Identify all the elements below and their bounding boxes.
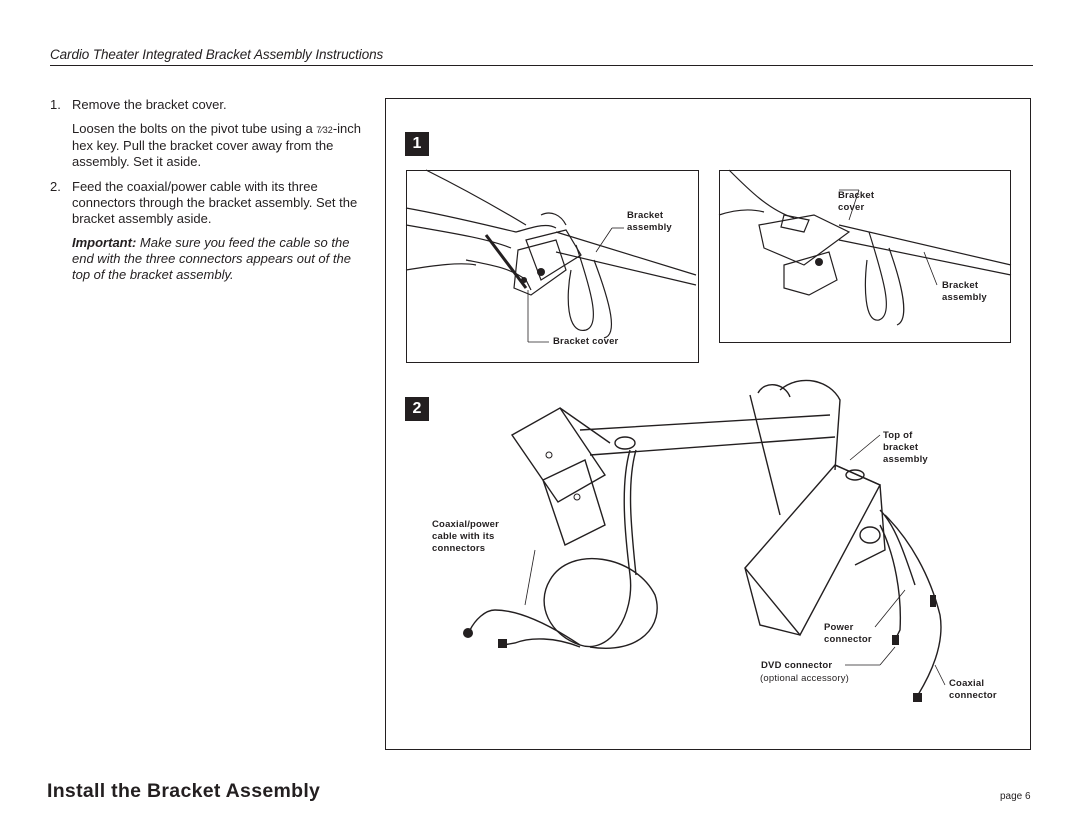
- step-1-title: Remove the bracket cover.: [72, 97, 227, 112]
- callout-left-bracket-cover: Bracket cover: [553, 336, 619, 347]
- important-note: Important: Make sure you feed the cable …: [72, 235, 372, 283]
- callout-coaxial-connector: Coaxial connector: [949, 678, 997, 701]
- figure-frame: [385, 98, 1031, 750]
- section-title: Install the Bracket Assembly: [47, 780, 321, 802]
- important-label: Important:: [72, 235, 137, 250]
- page-number: page 6: [1000, 791, 1031, 802]
- figure-1-left-photo: [406, 170, 699, 363]
- step-1-text-b: -inch hex key. Pull the bracket cover aw…: [72, 121, 362, 169]
- callout-left-bracket-assembly: Bracket assembly: [627, 210, 672, 233]
- figure-2-badge: 2: [405, 397, 429, 421]
- figure-1-right-photo: [719, 170, 1011, 343]
- header-title: Cardio Theater Integrated Bracket Assemb…: [50, 47, 384, 62]
- callout-dvd-connector: DVD connector: [761, 660, 833, 671]
- step-1-number: 1.: [50, 97, 61, 112]
- step-1: 1. Remove the bracket cover. Loosen the …: [50, 97, 372, 178]
- figure-2-illustration: [463, 379, 946, 702]
- callout-power-connector: Power connector: [824, 622, 872, 645]
- callout-top-of-bracket: Top of bracket assembly: [883, 430, 928, 465]
- step-2-number: 2.: [50, 179, 61, 194]
- header-rule: [50, 65, 1033, 66]
- figure-1-right-illustration: [718, 169, 1012, 326]
- callout-right-bracket-cover: Bracket cover: [838, 190, 875, 213]
- step-2: 2. Feed the coaxial/power cable with its…: [50, 179, 372, 291]
- figure-1-left-illustration: [405, 169, 697, 343]
- dvd-note-text: (optional accessory): [760, 673, 850, 684]
- callout-coaxial-power-cable: Coaxial/power cable with its connectors: [432, 519, 500, 554]
- figure-1-badge: 1: [405, 132, 429, 156]
- step-1-text: Loosen the bolts on the pivot tube using…: [72, 121, 372, 170]
- step-2-text: Feed the coaxial/power cable with its th…: [72, 179, 358, 226]
- step-1-text-a: Loosen the bolts on the pivot tube using…: [72, 121, 317, 136]
- fraction: 7⁄32: [316, 125, 333, 135]
- important-text: Make sure you feed the cable so the end …: [72, 235, 351, 282]
- callout-dvd-note: (optional accessory): [760, 673, 849, 685]
- callout-right-bracket-assembly: Bracket assembly: [942, 280, 987, 303]
